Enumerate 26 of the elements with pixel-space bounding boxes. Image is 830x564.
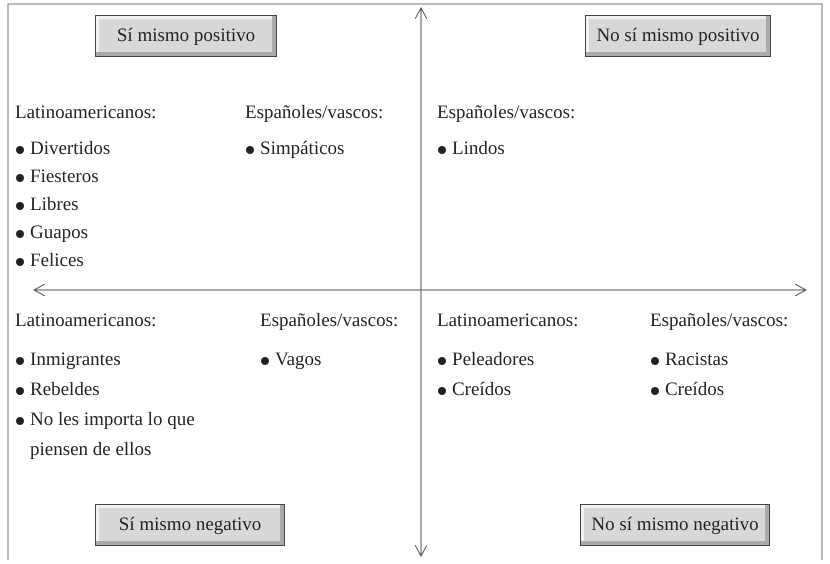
list-item: Vagos [260,345,322,375]
list-item: Racistas [650,345,728,375]
list-item: Divertidos [15,134,110,164]
group-heading: Españoles/vascos: [650,309,788,333]
list-item: Guapos [15,218,88,248]
group-heading: Españoles/vascos: [260,309,398,333]
label-box: Sí mismo negativo [95,504,285,546]
group-heading: Españoles/vascos: [437,101,576,125]
list-item: No les importa lo que piensen de ellos [15,405,240,465]
list-item: Felices [15,246,84,276]
group-heading: Latinoamericanos: [437,309,578,333]
list-item: Peleadores [437,345,534,375]
list-item: Libres [15,190,79,220]
list-item: Rebeldes [15,375,100,405]
label-box: Sí mismo positivo [95,15,277,57]
group-heading: Latinoamericanos: [15,101,156,125]
list-item: Fiesteros [15,162,99,192]
group-heading: Españoles/vascos: [245,101,384,125]
label-box: No sí mismo positivo [585,15,771,57]
list-item: Creídos [650,375,724,405]
label-box: No sí mismo negativo [580,504,770,546]
list-item: Creídos [437,375,512,405]
list-item: Simpáticos [245,134,344,164]
list-item: Lindos [437,134,505,164]
group-heading: Latinoamericanos: [15,309,156,333]
list-item: Inmigrantes [15,345,121,375]
